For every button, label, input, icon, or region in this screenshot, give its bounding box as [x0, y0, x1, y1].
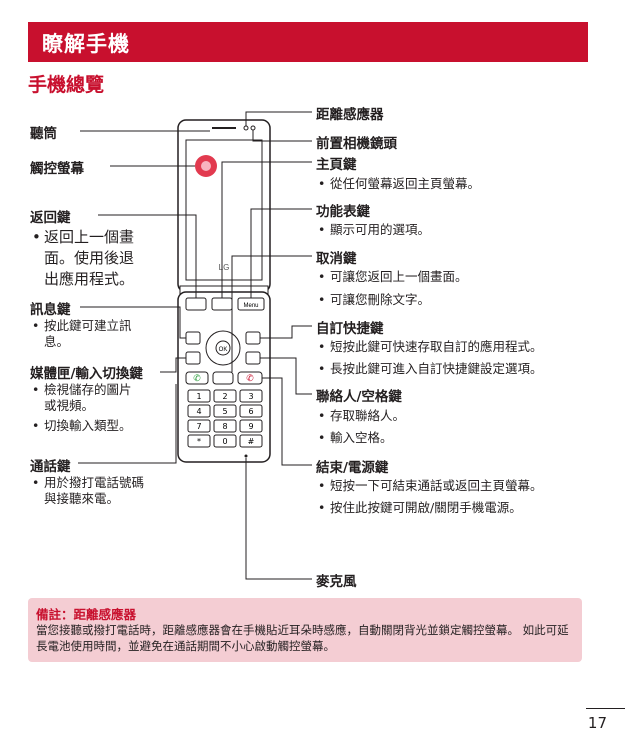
touchscreen-label: 觸控螢幕 — [30, 161, 84, 177]
home-key[interactable] — [211, 297, 233, 311]
phone-screen — [185, 139, 263, 281]
contacts-key[interactable] — [245, 351, 261, 365]
back-key[interactable] — [185, 297, 207, 311]
menu-key-leader — [250, 208, 312, 298]
key-5[interactable] — [213, 404, 237, 418]
contacts-key-leader — [260, 357, 312, 395]
note-body: 當您接聽或撥打電話時，距離感應器會在手機貼近耳朵時感應，自動關閉背光並鎖定觸控螢… — [36, 623, 569, 653]
key-2-label: 2 — [222, 392, 227, 401]
chapter-title: 瞭解手機 — [42, 32, 130, 56]
right-leader-lines — [221, 111, 312, 580]
media-key-desc: •檢視儲存的圖片 或視頻。 •切換輸入類型。 — [32, 382, 132, 433]
shortcut-key-leader — [260, 325, 312, 339]
page-number: 17 — [587, 714, 607, 732]
home-key-desc: •從任何螢幕返回主頁螢幕。 — [318, 176, 481, 191]
brand-logo: LG — [219, 263, 230, 272]
key-hash-label: # — [248, 437, 255, 446]
menu-key-label: Menu — [243, 303, 258, 309]
chapter-banner: 瞭解手機 — [28, 22, 588, 62]
key-0-label: 0 — [222, 437, 227, 446]
call-key-title: 通話鍵 — [30, 459, 71, 475]
key-7-label: 7 — [196, 422, 201, 431]
shortcut-key-title: 自訂快捷鍵 — [316, 321, 384, 337]
key-3-label: 3 — [248, 392, 253, 401]
proximity-leader — [245, 111, 312, 126]
camera-leader — [252, 130, 312, 142]
key-hash[interactable] — [239, 434, 263, 448]
menu-key-desc: •顯示可用的選項。 — [318, 222, 431, 237]
key-9[interactable] — [239, 419, 263, 433]
microphone-label: 麥克風 — [316, 574, 357, 590]
home-key-title: 主頁鍵 — [316, 157, 357, 173]
media-key[interactable] — [185, 351, 201, 365]
microphone-hole — [244, 454, 248, 458]
message-key[interactable] — [185, 331, 201, 345]
key-4-label: 4 — [196, 407, 201, 416]
key-8-label: 8 — [222, 422, 227, 431]
message-key-leader — [80, 306, 186, 339]
key-star-label: * — [197, 437, 201, 446]
key-7[interactable] — [187, 419, 211, 433]
key-6-label: 6 — [248, 407, 253, 416]
shortcut-key-desc: •短按此鍵可快速存取自訂的應用程式。 •長按此鍵可進入自訂快捷鍵設定選項。 — [318, 339, 543, 376]
call-key-leader — [78, 384, 177, 464]
note-box: 備註：距離感應器 當您接聽或撥打電話時，距離感應器會在手機貼近耳朵時感應，自動關… — [28, 598, 582, 662]
key-5-label: 5 — [222, 407, 227, 416]
shortcut-key[interactable] — [245, 331, 261, 345]
key-2[interactable] — [213, 389, 237, 403]
end-key-title: 結束/電源鍵 — [316, 460, 389, 476]
cancel-key-desc: •可讓您返回上一個畫面。 •可讓您刪除文字。 — [318, 269, 468, 307]
key-4[interactable] — [187, 404, 211, 418]
call-key[interactable] — [185, 371, 209, 385]
left-leader-lines — [78, 130, 210, 464]
keypad: 1 2 3 4 5 6 7 8 9 * 0 # — [187, 389, 263, 448]
home-key-leader — [221, 161, 312, 298]
key-3[interactable] — [239, 389, 263, 403]
back-key-leader — [98, 214, 197, 298]
earpiece-label: 聽筒 — [30, 126, 57, 142]
back-key-desc: •返回上一個畫 面。使用後退 出應用程式。 — [32, 228, 135, 288]
key-star[interactable] — [187, 434, 211, 448]
key-9-label: 9 — [248, 422, 253, 431]
page-number-rule — [586, 708, 625, 709]
cancel-key[interactable] — [212, 371, 234, 385]
end-key-desc: •短按一下可結束通話或返回主頁螢幕。 •按住此按鍵可開啟/關閉手機電源。 — [318, 478, 543, 515]
key-6[interactable] — [239, 404, 263, 418]
media-key-leader — [160, 357, 186, 373]
ok-key-label: OK — [219, 347, 228, 353]
touch-indicator-inner — [201, 161, 211, 171]
message-key-title: 訊息鍵 — [30, 302, 71, 318]
end-key-icon: ✆ — [246, 374, 254, 384]
key-1[interactable] — [187, 389, 211, 403]
key-1-label: 1 — [196, 392, 201, 401]
menu-key-title: 功能表鍵 — [316, 204, 370, 220]
call-key-desc: •用於撥打電話號碼 與接聽來電。 — [32, 475, 145, 506]
cancel-key-title: 取消鍵 — [316, 251, 357, 267]
front-camera-label: 前置相機鏡頭 — [316, 136, 397, 152]
cancel-key-leader — [231, 255, 312, 372]
end-key-leader — [262, 377, 312, 466]
key-0[interactable] — [213, 434, 237, 448]
contacts-key-desc: •存取聯絡人。 •輸入空格。 — [318, 408, 406, 445]
note-title: 備註：距離感應器 — [36, 607, 137, 622]
contacts-key-title: 聯絡人/空格鍵 — [316, 389, 402, 405]
proximity-label: 距離感應器 — [316, 107, 384, 123]
media-key-title: 媒體匣/輸入切換鍵 — [30, 366, 143, 382]
call-key-icon: ✆ — [193, 374, 201, 384]
message-key-desc: •按此鍵可建立訊 息。 — [32, 318, 132, 349]
back-key-title: 返回鍵 — [30, 210, 71, 226]
ok-key[interactable] — [215, 340, 231, 356]
key-8[interactable] — [213, 419, 237, 433]
section-title: 手機總覽 — [28, 74, 105, 96]
microphone-leader — [245, 458, 312, 580]
